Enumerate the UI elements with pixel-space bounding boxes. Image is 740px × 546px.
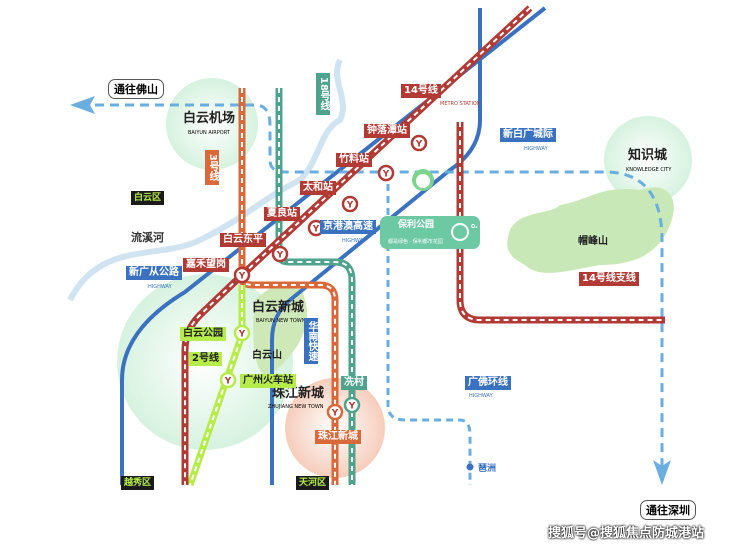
station-marker-icon[interactable] — [326, 403, 344, 421]
station-taihe[interactable]: 太和站 — [300, 181, 336, 195]
airport-en: BAIYUN AIRPORT — [188, 130, 230, 136]
knowledge-city-label: 知识城 — [628, 148, 668, 163]
highway-jinggangao-label: 京港澳高速 — [320, 220, 376, 234]
zhujiang-label: 珠江新城 — [272, 386, 325, 401]
metro-station-note: METRO STATION — [440, 101, 481, 107]
line18-label: 18号线 — [316, 73, 330, 115]
district-yuexiu: 越秀区 — [121, 476, 155, 490]
zhujiang-en: ZHUJIANG NEW TOWN — [268, 404, 324, 410]
station-marker-icon[interactable] — [233, 266, 251, 284]
highway-xinbaiguang-label: 新白广城际 — [500, 128, 556, 142]
station-marker-icon[interactable] — [233, 324, 251, 342]
metro-logo-icon: Y — [224, 377, 232, 387]
station-marker-icon[interactable] — [341, 195, 359, 213]
station-xialiang[interactable]: 夏良站 — [264, 207, 300, 221]
airport-label: 白云机场 — [183, 111, 236, 126]
baiyun-new-town-en: BAIYUN NEW TOWN — [256, 318, 306, 324]
station-marker-icon[interactable] — [410, 134, 428, 152]
project-card[interactable] — [380, 216, 480, 249]
highway-en-1: HIGHWAY — [524, 146, 548, 152]
highway-jinggangao — [120, 6, 547, 485]
mountain-baiyun — [253, 283, 308, 376]
line14-label: 14号线 — [401, 84, 441, 98]
highway-en-2: HIGHWAY — [342, 238, 366, 244]
highway-en-4: HIGHWAY — [469, 393, 493, 399]
station-marker-icon[interactable] — [271, 245, 289, 263]
foshan-direction: 通往佛山 — [108, 79, 164, 99]
district-baiyun: 白云区 — [131, 191, 165, 205]
station-guangzhou-railway[interactable]: 广州火车站 — [240, 374, 296, 388]
station-marker-icon[interactable] — [219, 371, 237, 389]
project-name[interactable]: 保利公园 — [398, 220, 435, 230]
station-marker-icon[interactable] — [343, 396, 361, 414]
route-guangfo — [386, 172, 472, 485]
pazhou-dot — [466, 463, 474, 471]
metro-logo-icon: Y — [238, 330, 246, 340]
metro-logo-icon: Y — [346, 201, 354, 211]
project-o2: O₂ — [471, 224, 478, 230]
station-zhuliao[interactable]: 竹料站 — [336, 153, 372, 167]
station-zhongluotan[interactable]: 钟落潭站 — [364, 124, 410, 138]
route-foshan-shenzhen — [95, 103, 664, 470]
knowledge-city-en: KNOWLEDGE CITY — [626, 167, 672, 173]
metro-logo-icon: Y — [312, 225, 320, 235]
highway-huanan-label: 华南快速 — [304, 318, 318, 364]
highway-en-3: HIGHWAY — [148, 284, 172, 290]
station-zhujiangxincheng[interactable]: 珠江新城 — [315, 430, 361, 444]
shenzhen-direction: 通往深圳 — [640, 500, 696, 520]
project-tagline: 都是绿色 · 保利都市花园 — [388, 239, 443, 245]
metro-logo-icon: Y — [276, 251, 284, 261]
metro-logo-icon: Y — [348, 402, 356, 412]
station-marker-icon[interactable] — [377, 164, 395, 182]
mountain-label: 帽峰山 — [578, 236, 608, 247]
highway-xinguangcong-label: 新广从公路 — [126, 266, 182, 280]
line3-label: 3号线 — [205, 150, 219, 185]
line2-label: 2号线 — [189, 352, 222, 366]
arrow-left-icon — [70, 96, 95, 114]
station-baiyundongping[interactable]: 白云东平 — [220, 233, 266, 247]
o2-icon — [451, 223, 469, 241]
highway-guangfo-label: 广佛环线 — [465, 376, 511, 390]
station-xiancun[interactable]: 冼村 — [341, 376, 367, 390]
metro-logo-icon: Y — [331, 409, 339, 419]
line14-branch-label: 14号线支线 — [579, 272, 639, 286]
mountain-maofeng — [507, 187, 674, 273]
pazhou-label: 琶洲 — [478, 464, 497, 474]
arrow-down-icon — [653, 460, 671, 485]
station-baiyungongyuan[interactable]: 白云公园 — [180, 327, 226, 341]
baiyun-new-town-label: 白云新城 — [252, 300, 305, 315]
district-tianhe: 天河区 — [296, 476, 330, 490]
baiyunshan-label: 白云山 — [252, 350, 282, 361]
metro-logo-icon: Y — [382, 170, 390, 180]
highway-xinbaiguang — [270, 8, 482, 485]
airport-zone — [166, 78, 258, 170]
watermark: 搜狐号@搜狐焦点防城港站 — [548, 526, 705, 541]
metro-logo-icon: Y — [238, 272, 246, 282]
station-jiahewanggang[interactable]: 嘉禾望岗 — [183, 258, 229, 272]
knowledge-zone — [604, 116, 692, 204]
river-label: 流溪河 — [131, 231, 164, 244]
metro-logo-icon: Y — [415, 140, 423, 150]
